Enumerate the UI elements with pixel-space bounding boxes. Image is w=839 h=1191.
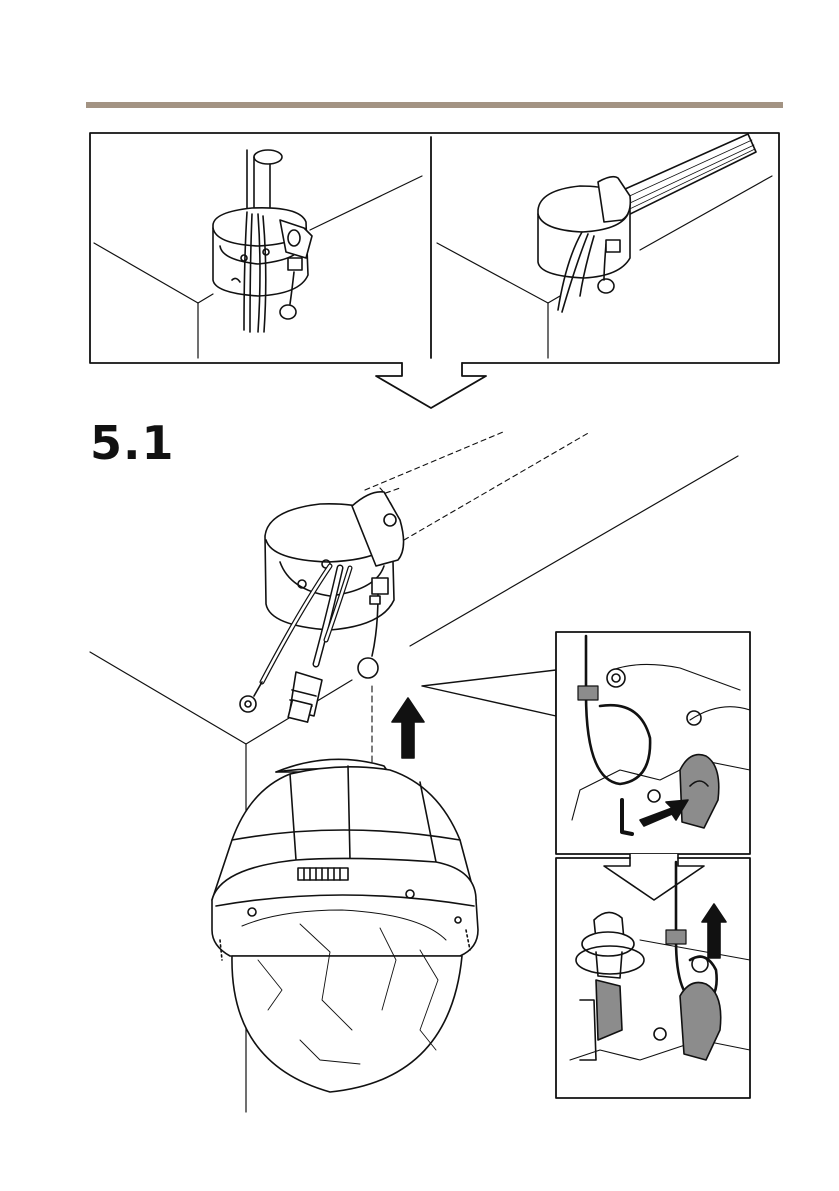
down-arrow-icon [376, 363, 486, 408]
up-arrow-icon [392, 698, 424, 758]
junction-box-conduit-from-above-icon [94, 150, 422, 358]
camera-dome-icon [212, 759, 478, 1092]
junction-box-conduit-from-side-icon [437, 134, 772, 358]
safety-wire-hook-icon [556, 632, 750, 854]
detail-down-arrow-icon [604, 854, 704, 900]
junction-box-icon [240, 492, 404, 722]
callout-pointer [422, 670, 556, 716]
